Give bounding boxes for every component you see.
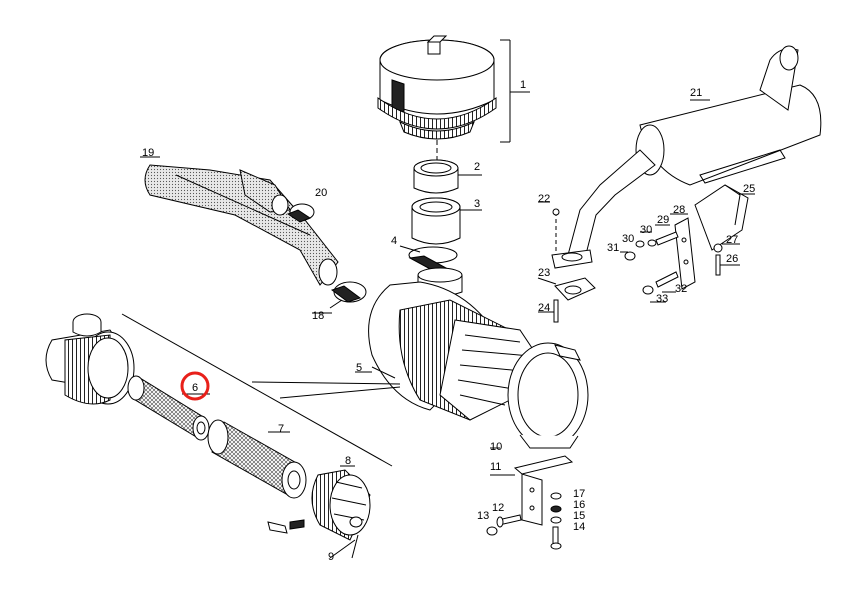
part-label-30b[interactable]: 30: [622, 233, 634, 245]
part-label-1[interactable]: 1: [520, 79, 526, 91]
part-label-30a[interactable]: 30: [640, 224, 652, 236]
housing-inlet-section: [45, 313, 135, 405]
highlight-circle: [180, 371, 210, 401]
main-filter-element: [207, 419, 307, 499]
exhaust-flange-gasket: [537, 201, 596, 323]
part-label-33[interactable]: 33: [656, 293, 668, 305]
part-label-25[interactable]: 25: [743, 183, 755, 195]
part-label-3[interactable]: 3: [474, 198, 480, 210]
part-label-20[interactable]: 20: [315, 187, 327, 199]
part-label-10[interactable]: 10: [490, 441, 502, 453]
hose-clamps: [286, 203, 367, 314]
cover-clip: [267, 519, 359, 559]
part-label-29[interactable]: 29: [657, 214, 669, 226]
part-label-2[interactable]: 2: [474, 161, 480, 173]
part-label-21[interactable]: 21: [690, 87, 702, 99]
part-label-9[interactable]: 9: [328, 551, 334, 563]
part-label-12[interactable]: 12: [492, 502, 504, 514]
part-label-26[interactable]: 26: [726, 253, 738, 265]
mounting-bracket: [490, 447, 574, 526]
part-label-27[interactable]: 27: [726, 234, 738, 246]
part-label-28[interactable]: 28: [673, 204, 685, 216]
part-label-31[interactable]: 31: [607, 242, 619, 254]
part-label-15[interactable]: 15: [573, 510, 585, 522]
exhaust-muffler: [567, 45, 822, 259]
part-label-14[interactable]: 14: [573, 521, 585, 533]
part-label-7[interactable]: 7: [278, 423, 284, 435]
connection-ring: [413, 159, 482, 194]
part-labels: 1 2 3 4 5 6 7 8 9 10 11 12 13 14 15 16 1…: [142, 79, 755, 563]
part-label-4[interactable]: 4: [391, 235, 397, 247]
muffler-bracket-hardware: [620, 184, 755, 303]
part-label-18[interactable]: 18: [312, 310, 324, 322]
hose-clamp-upper: [399, 245, 458, 271]
part-label-13[interactable]: 13: [477, 510, 489, 522]
air-filter-housing: [355, 267, 589, 449]
part-label-22[interactable]: 22: [538, 193, 550, 205]
safety-filter-element: [127, 375, 210, 441]
part-label-19[interactable]: 19: [142, 147, 154, 159]
precleaner-cap: [377, 35, 530, 143]
part-label-6[interactable]: 6: [192, 382, 198, 394]
part-label-11[interactable]: 11: [490, 461, 501, 473]
intake-hose: [140, 156, 339, 286]
part-label-5[interactable]: 5: [356, 362, 362, 374]
rubber-sleeve: [411, 197, 482, 245]
part-label-23[interactable]: 23: [538, 267, 550, 279]
filter-cover: [311, 465, 371, 541]
bracket-hardware: [486, 492, 562, 550]
part-label-8[interactable]: 8: [345, 455, 351, 467]
part-label-32[interactable]: 32: [675, 283, 687, 295]
part-label-17[interactable]: 17: [573, 488, 585, 500]
part-label-24[interactable]: 24: [538, 302, 550, 314]
part-label-16[interactable]: 16: [573, 499, 585, 511]
